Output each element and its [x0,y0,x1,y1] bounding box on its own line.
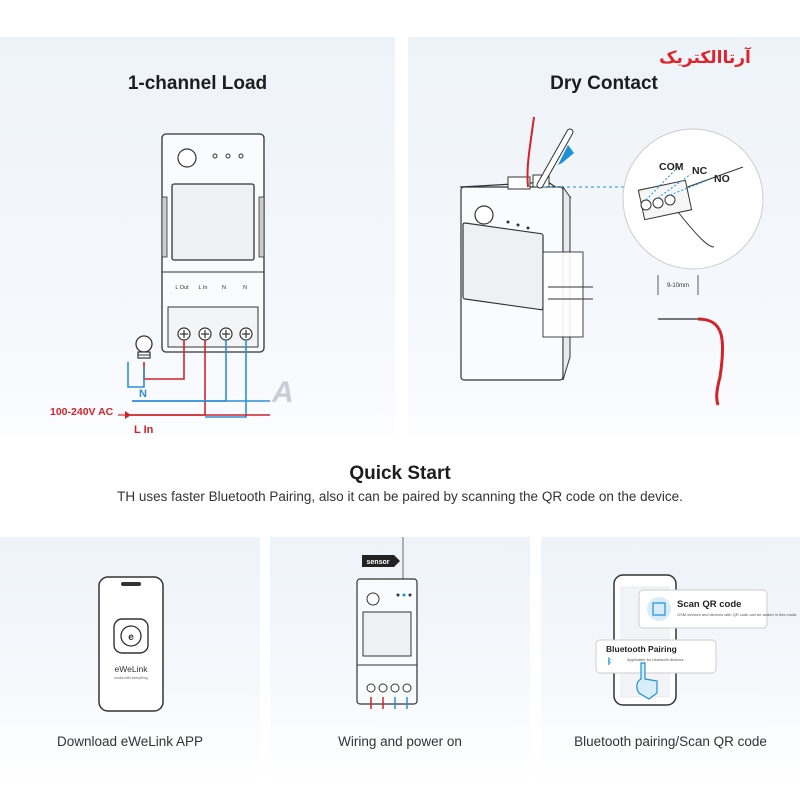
scan-qr-icon [647,597,671,621]
load-panel: 1-channel Load L Out L In N N [0,37,395,434]
label-voltage: 100-240V AC [50,406,114,418]
svg-text:e: e [128,632,134,643]
label-neutral: N [139,388,147,400]
card-label-wiring: Wiring and power on [338,734,462,749]
quick-start-title: Quick Start [349,463,451,484]
tap-hand-icon [636,662,658,700]
power-button [177,148,197,168]
label-com: COM [659,161,684,173]
card-wiring: sensor Wiring and power on [270,537,530,787]
terminal-label-lin: L In [199,285,208,291]
scan-qr-desc: GSM devices and devices with QR code can… [677,612,798,617]
phone-illustration: e eWeLink works with everything [98,576,164,712]
device-button [474,205,494,225]
load-diagram: L Out L In N N N 1 [50,133,294,434]
pairing-illustration: Scan QR code GSM devices and devices wit… [595,574,798,706]
indicator-temp-icon [238,153,244,159]
strip-length-label: 9-10mm [667,283,689,289]
watermark-logo: A [271,376,294,409]
label-no: NO [714,173,730,185]
bt-pairing-title: Bluetooth Pairing [606,644,677,654]
scan-qr-title: Scan QR code [677,599,741,610]
dry-panel-title: Dry Contact [550,73,658,94]
app-name: eWeLink [115,664,149,674]
bt-pairing-desc: Applicable for bluetooth devices [627,657,683,662]
label-lin: L In [134,424,154,434]
indicator-power-icon [212,153,218,159]
insert-arrow-icon [558,145,574,165]
label-nc: NC [692,165,708,177]
terminal-label-lout: L Out [175,285,189,291]
ewelink-app-icon [113,618,149,654]
card-label-download: Download eWeLink APP [56,734,204,749]
load-panel-title: 1-channel Load [127,73,268,94]
contact-zoom [622,128,764,270]
card-download-app: e eWeLink works with everything Download… [0,537,260,787]
sensor-tag [362,555,400,567]
indicator-wifi-icon [225,153,231,159]
lightbulb-icon [135,335,153,359]
wiring-illustration: sensor [356,537,418,709]
dry-contact-diagram: COM NC NO 9-10mm [459,116,764,406]
sensor-tag-label: sensor [367,559,390,566]
card-label-pairing: Bluetooth pairing/Scan QR code [574,734,767,749]
quick-start-subtitle: TH uses faster Bluetooth Pairing, also i… [117,489,683,504]
card-pairing: Scan QR code GSM devices and devices wit… [541,537,800,787]
dry-contact-panel: Dry Contact COM NC NO [408,37,800,434]
bluetooth-pairing-card [595,639,717,674]
terminal-label-n1: N [222,285,226,291]
bluetooth-icon: ᛒ [607,657,612,666]
device-screen [171,183,255,261]
terminal-label-n2: N [243,285,247,291]
brand-logo: آرتاالکتریک [659,48,751,68]
device-screen-3d [462,222,544,311]
scan-qr-card [638,589,768,629]
app-tagline: works with everything [114,676,148,680]
